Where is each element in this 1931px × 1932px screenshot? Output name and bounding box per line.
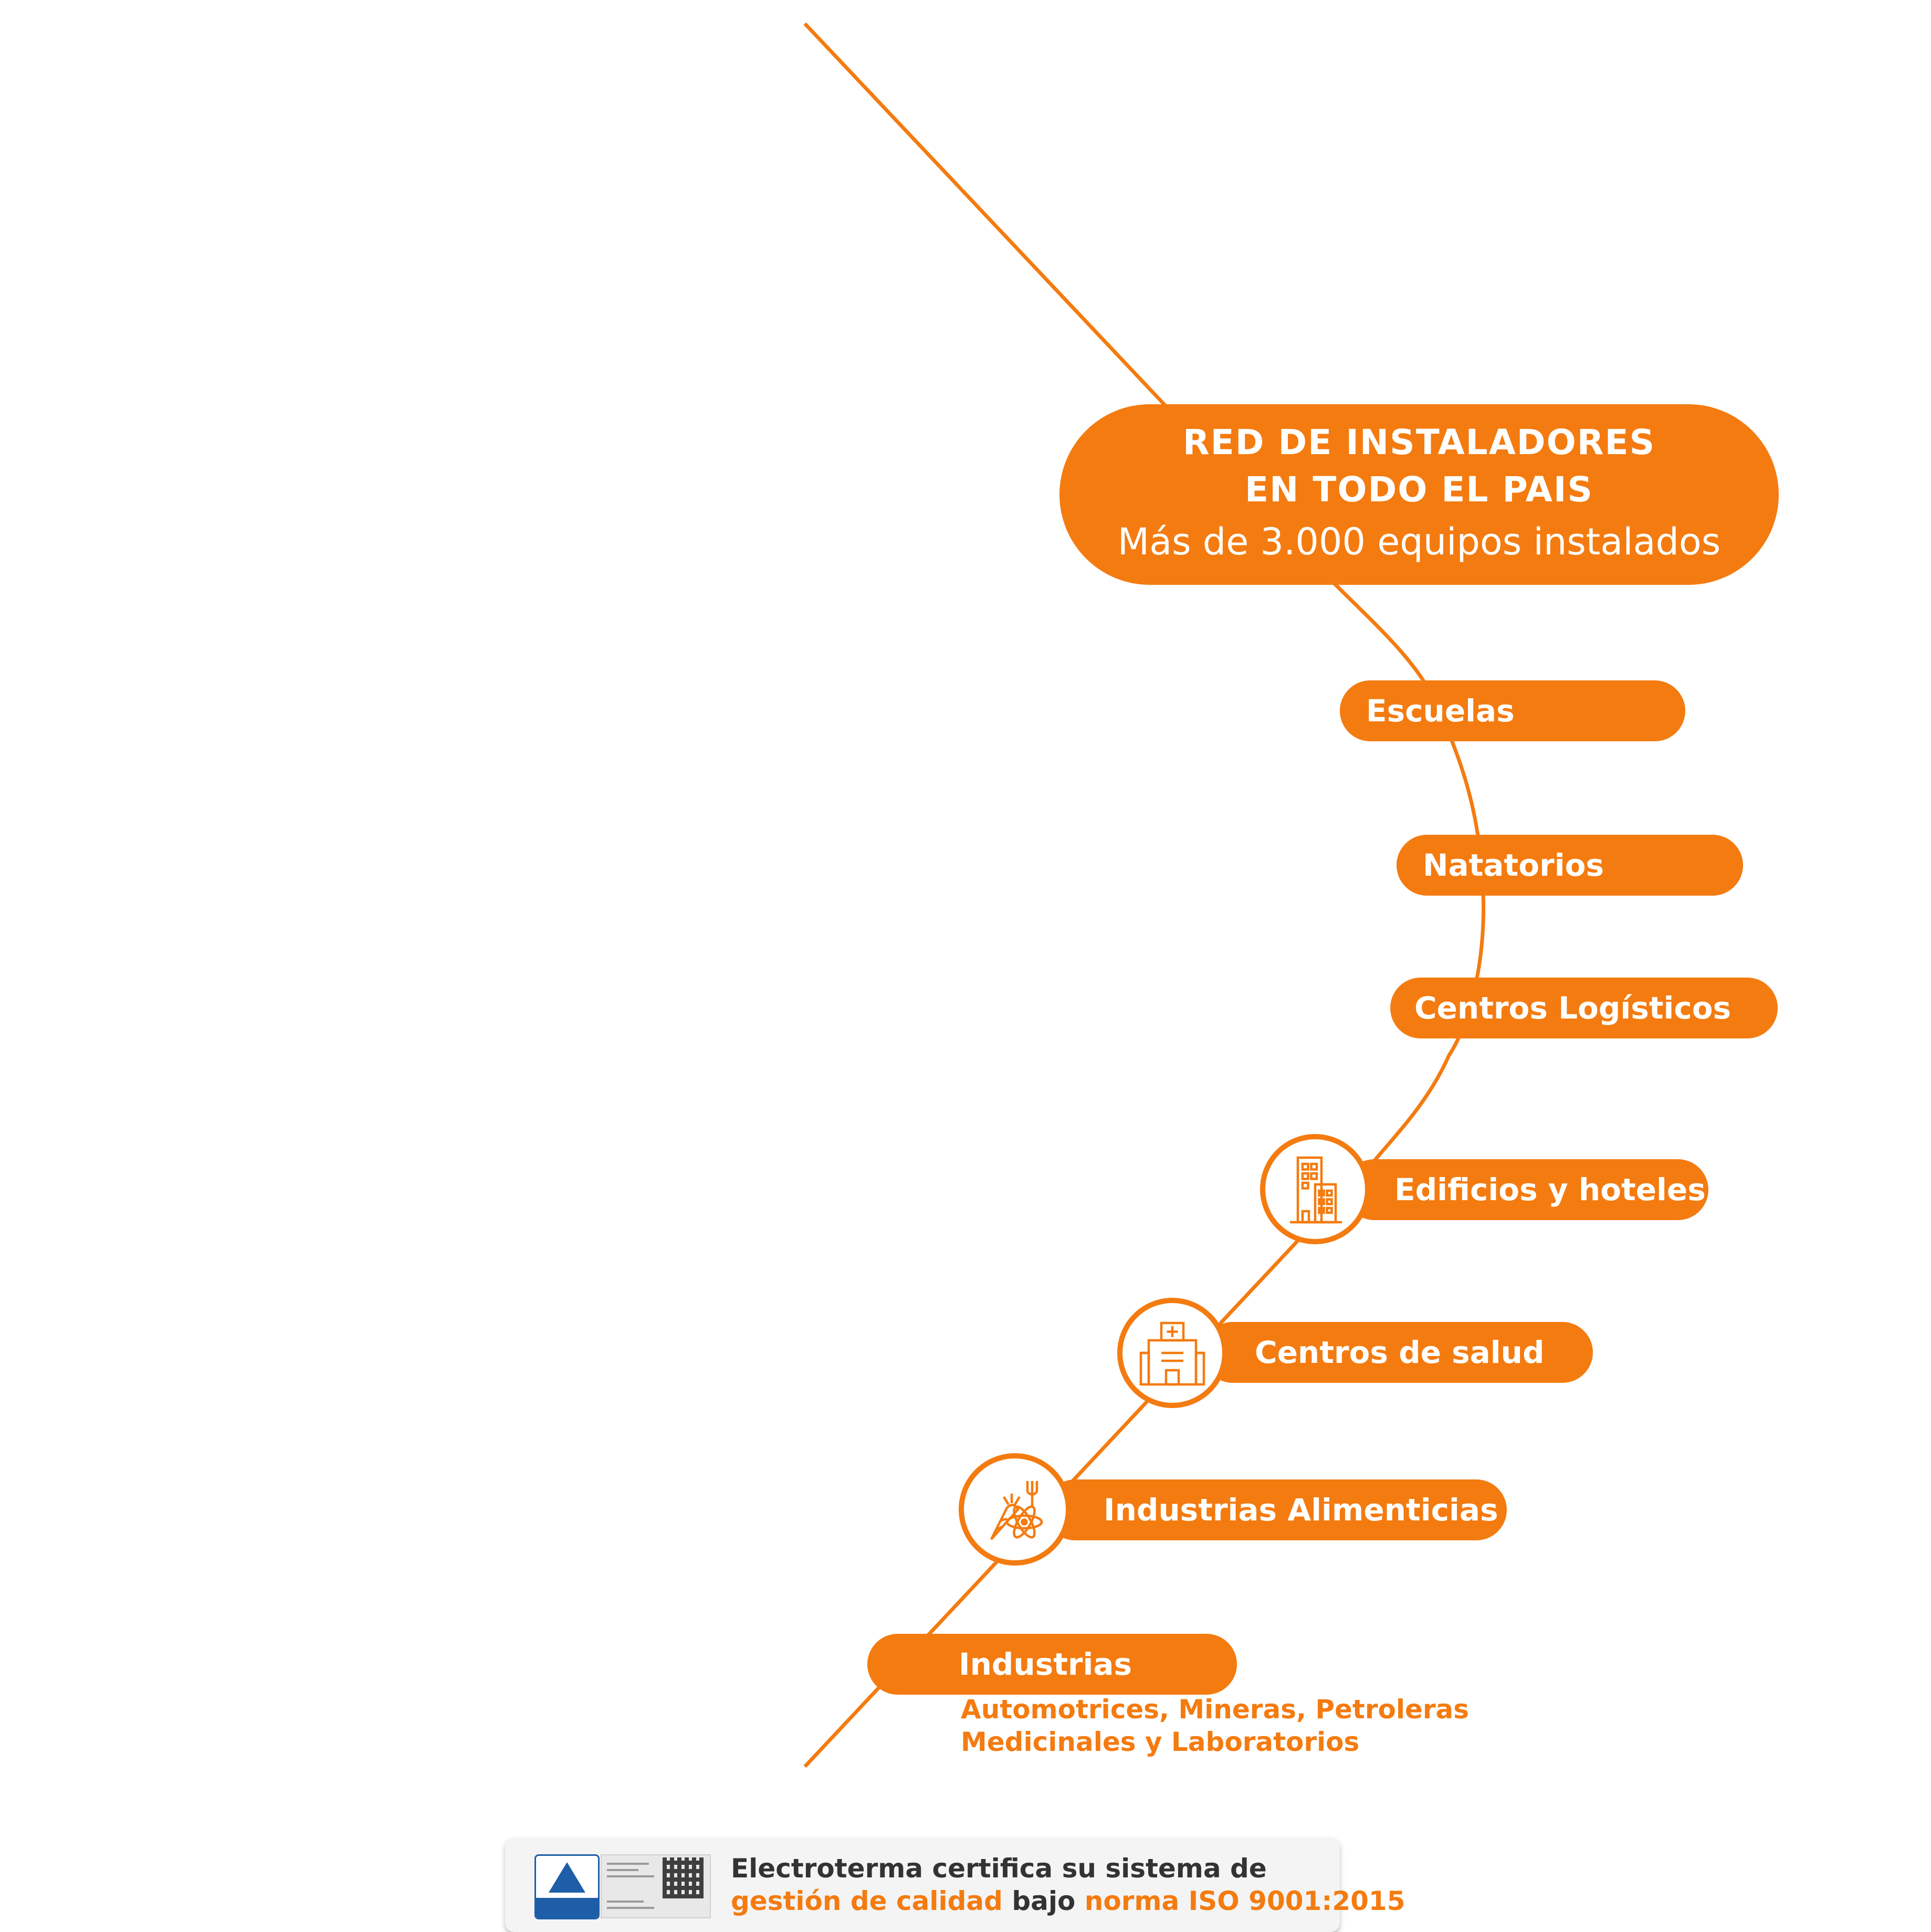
- category-natatorios: Natatorios: [1397, 835, 1743, 896]
- category-label: Centros Logísticos: [1414, 990, 1731, 1026]
- main-subtitle: Más de 3.000 equipos instalados: [1117, 520, 1721, 563]
- category-industrias: Industrias: [867, 1634, 1237, 1695]
- certification-banner: Electroterma certifica su sistema de ges…: [505, 1838, 1405, 1932]
- cert-line2: gestión de calidad bajo norma ISO 9001:2…: [731, 1885, 1405, 1917]
- cert-highlight2: norma ISO 9001:2015: [1084, 1886, 1405, 1916]
- category-label: Industrias: [959, 1646, 1132, 1682]
- top-diagonal-line: [803, 22, 1168, 408]
- category-escuelas: Escuelas: [1340, 680, 1685, 741]
- main-title-line1: RED DE INSTALADORES: [1182, 422, 1656, 463]
- category-label: Centros de salud: [1255, 1335, 1545, 1370]
- category-label: Escuelas: [1366, 693, 1515, 729]
- cert-highlight1: gestión de calidad: [731, 1886, 1003, 1916]
- industrias-sub-line2: Medicinales y Laboratorios: [961, 1727, 1360, 1757]
- category-industrias-alimenticias: Industrias Alimenticias: [1045, 1479, 1507, 1540]
- category-centros-salud: Centros de salud: [1202, 1322, 1593, 1383]
- category-centros-logisticos: Centros Logísticos: [1390, 978, 1778, 1038]
- category-label: Edificios y hoteles: [1394, 1172, 1706, 1208]
- qr-code-icon: [663, 1857, 704, 1898]
- category-label: Natatorios: [1423, 847, 1604, 883]
- main-title-pill: RED DE INSTALADORES EN TODO EL PAIS Más …: [1059, 404, 1779, 585]
- category-edificios-hoteles: Edificios y hoteles: [1344, 1159, 1708, 1220]
- cert-line1: Electroterma certifica su sistema de: [731, 1853, 1267, 1884]
- hospital-icon: [1117, 1298, 1227, 1408]
- food-industry-icon: [959, 1453, 1071, 1566]
- cert-middle: bajo: [1002, 1886, 1085, 1916]
- certification-text: Electroterma certifica su sistema de ges…: [731, 1852, 1405, 1917]
- industrias-subtitle: Automotrices, Mineras, Petroleras Medici…: [961, 1693, 1469, 1758]
- building-icon: [1260, 1134, 1370, 1244]
- main-title-line2: EN TODO EL PAIS: [1245, 469, 1593, 510]
- industrias-sub-line1: Automotrices, Mineras, Petroleras: [961, 1694, 1470, 1725]
- tuv-rheinland-logo: [534, 1854, 600, 1919]
- category-label: Industrias Alimenticias: [1104, 1492, 1498, 1528]
